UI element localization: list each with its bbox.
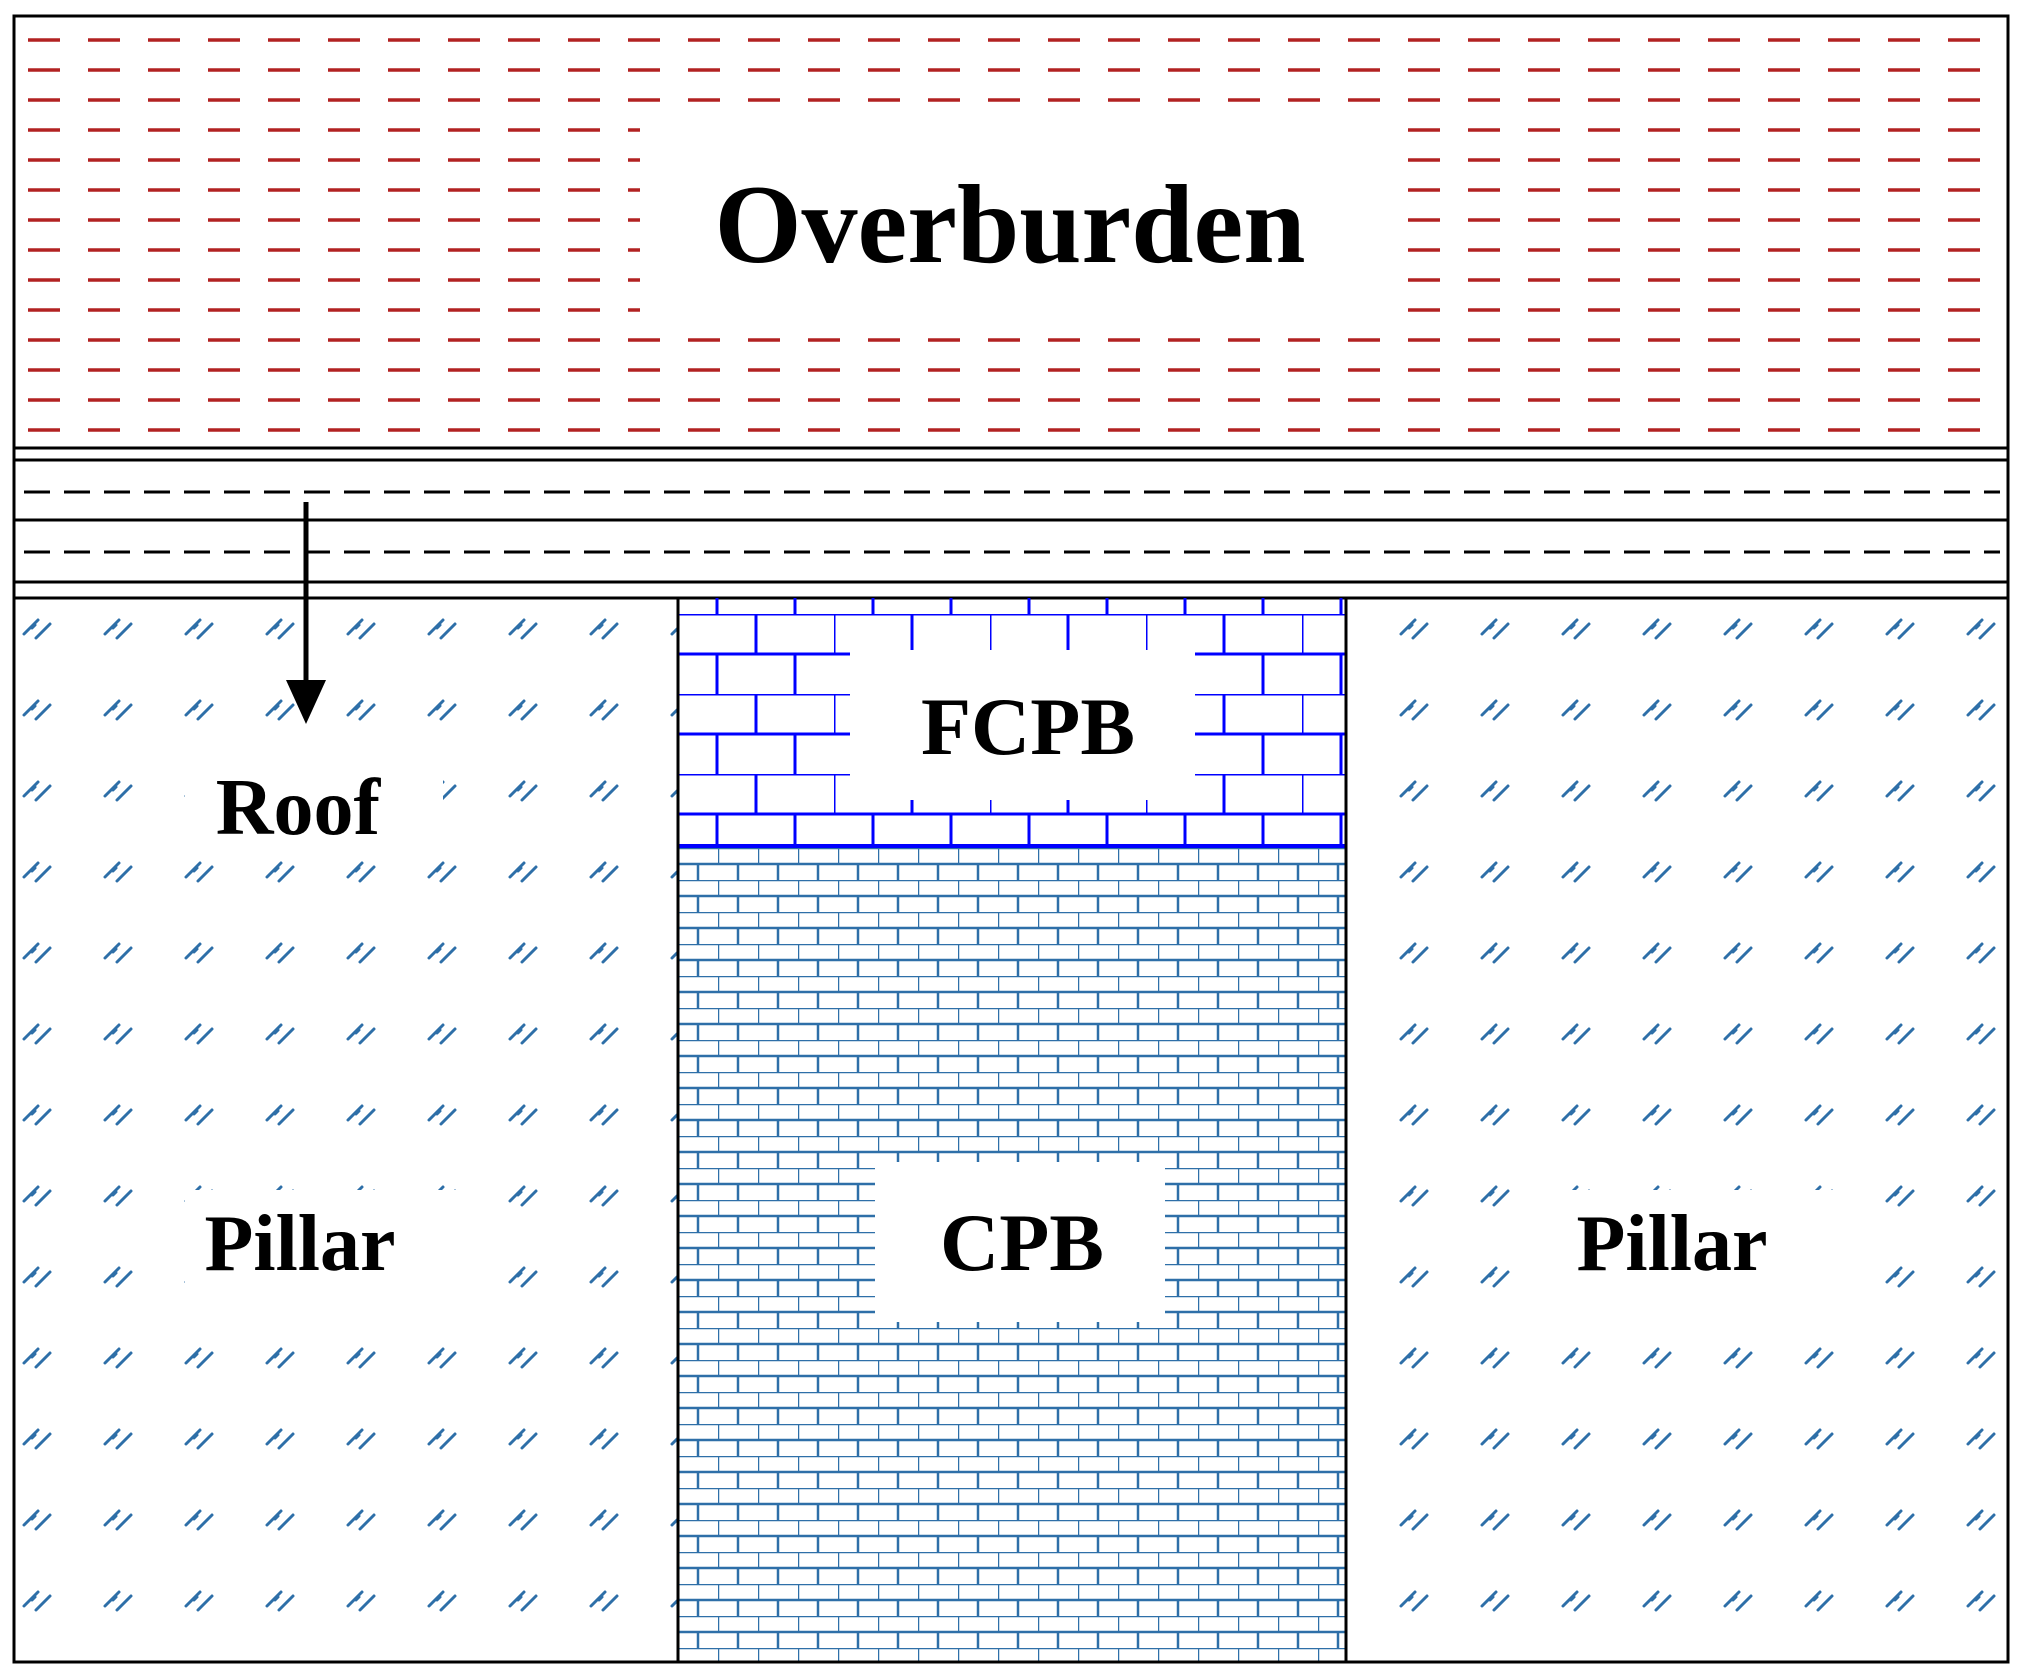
- cpb-zone: CPB: [678, 848, 1346, 1662]
- section-outlines: [12, 14, 2010, 1664]
- right-pillar: Pillar: [1346, 598, 2008, 1662]
- overburden-label: Overburden: [714, 163, 1305, 287]
- strata-bands: [14, 446, 2008, 600]
- downward-arrow-icon: [286, 502, 326, 724]
- fcpb-zone: FCPB: [678, 598, 1346, 848]
- roof-label: Roof: [216, 764, 382, 852]
- fcpb-label: FCPB: [921, 681, 1135, 772]
- left-pillar: Roof Pillar: [14, 598, 678, 1662]
- pillar-left-label: Pillar: [204, 1200, 395, 1288]
- cpb-label: CPB: [940, 1197, 1104, 1288]
- overburden-layer: Overburden: [12, 14, 2010, 450]
- pillar-right-label: Pillar: [1576, 1200, 1767, 1288]
